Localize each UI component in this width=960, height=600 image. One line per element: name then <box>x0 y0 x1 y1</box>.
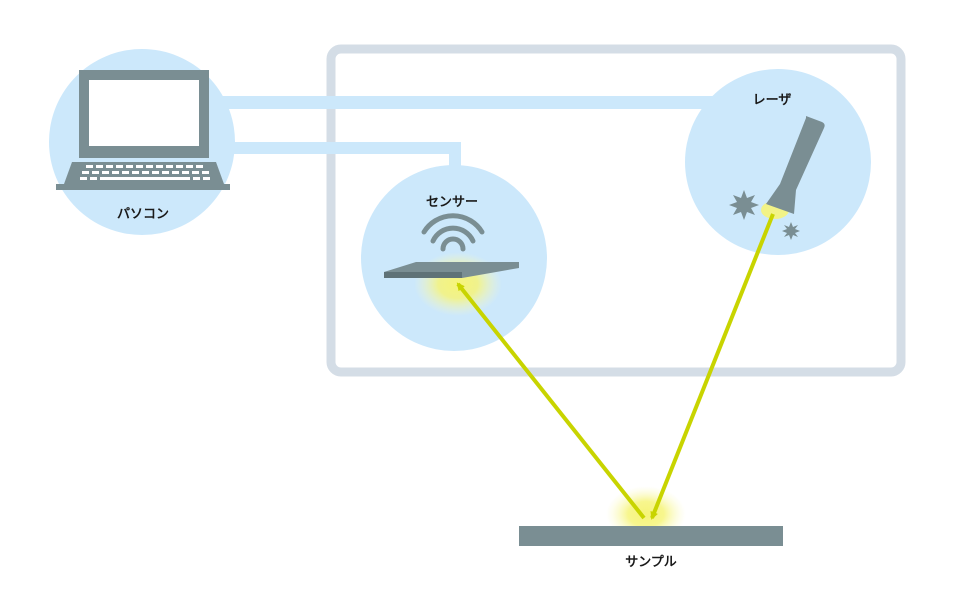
laser-beams <box>456 213 775 520</box>
reflected-beam-arrow <box>456 282 646 520</box>
spark-burst-icon <box>729 190 800 240</box>
incident-beam-arrow <box>650 213 775 520</box>
sample-node: サンプル <box>519 486 783 569</box>
laser-cable <box>220 96 720 109</box>
laser-node: レーザ <box>685 69 871 255</box>
instrument-frame <box>326 44 906 377</box>
sample-label: サンプル <box>625 554 677 569</box>
cables <box>220 96 720 170</box>
sensor-label: センサー <box>426 194 478 209</box>
laser-pointer-icon <box>766 116 825 214</box>
wifi-sensor-plate-icon <box>384 213 519 278</box>
sensor-cable <box>228 142 461 170</box>
pc-label: パソコン <box>117 206 169 221</box>
sample-plate <box>519 526 783 546</box>
laptop-icon <box>56 70 230 190</box>
laser-label: レーザ <box>753 92 792 107</box>
pc-node: パソコン <box>49 49 235 235</box>
laser-bubble <box>685 69 871 255</box>
sensor-node: センサー <box>361 165 547 351</box>
